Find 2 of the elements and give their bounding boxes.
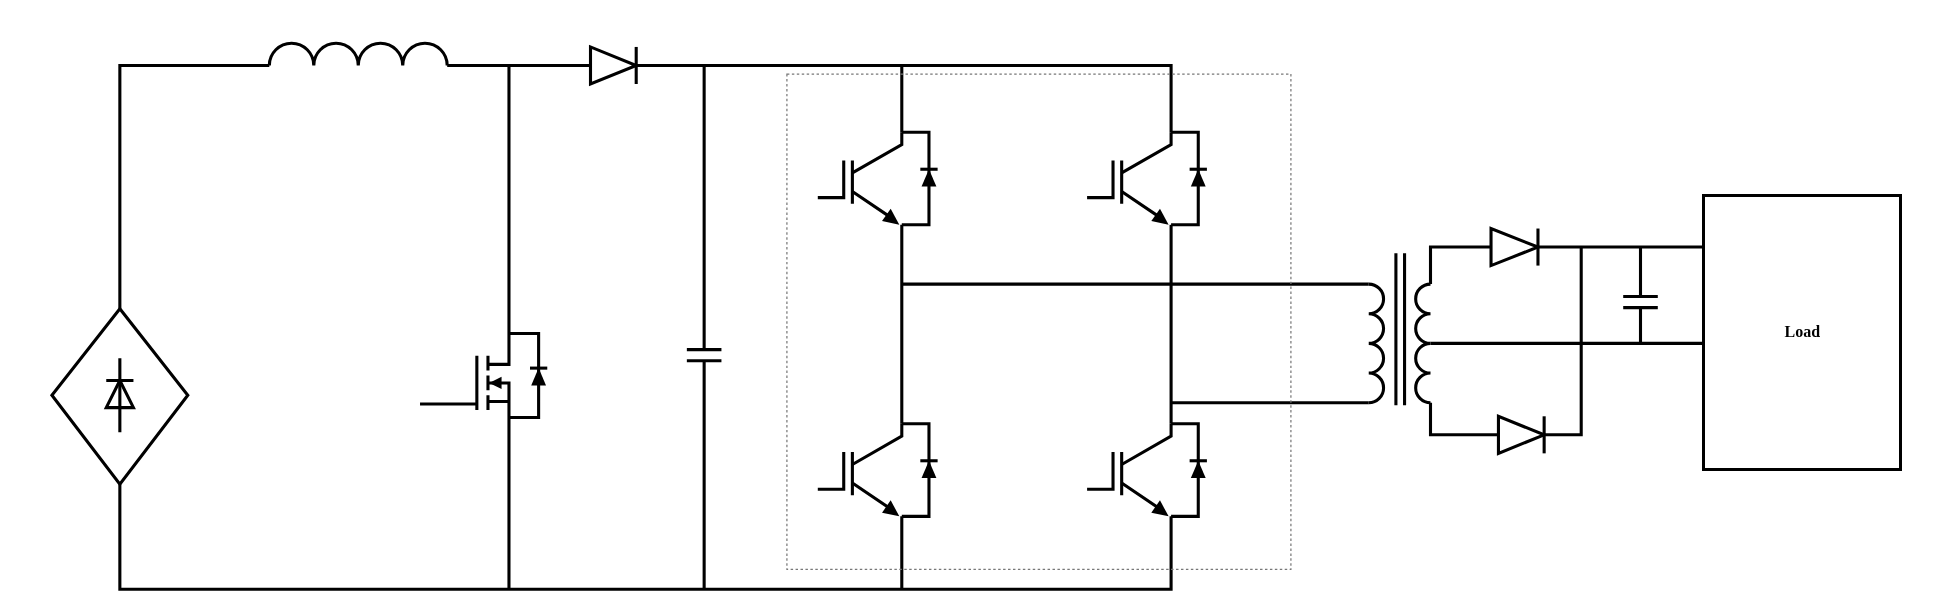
load-box: [1702, 193, 1903, 471]
load-label: Load: [1784, 322, 1821, 343]
